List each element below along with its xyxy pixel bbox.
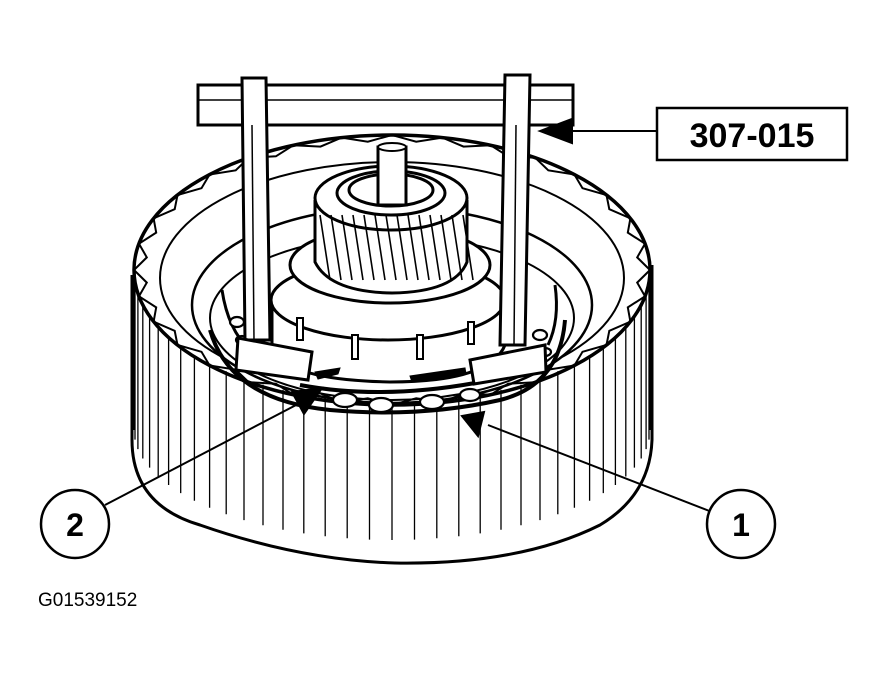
gear-tooth	[341, 214, 353, 281]
arrow-tool	[537, 117, 573, 145]
gear-tooth	[462, 214, 474, 281]
leader-lines	[104, 117, 713, 513]
tool-label-box: 307-015	[655, 106, 849, 162]
gear-tooth	[352, 214, 364, 281]
special-tool-307-015	[196, 73, 575, 386]
gear-tooth	[385, 214, 397, 281]
gear-tooth	[407, 214, 419, 281]
helical-gear-teeth	[319, 214, 474, 281]
callout-1-number: 1	[732, 507, 750, 543]
gear-tooth	[319, 214, 331, 281]
drum-splines	[133, 270, 651, 540]
callout-2: 2	[39, 488, 111, 560]
callout-2-number: 2	[66, 507, 84, 543]
arrow-callout-2	[290, 386, 325, 416]
gear-tooth	[429, 214, 441, 281]
tool-label: 307-015	[690, 117, 815, 155]
gear-tooth	[363, 214, 375, 281]
gear-tooth	[440, 214, 452, 281]
gear-tooth	[451, 214, 463, 281]
callout-1: 1	[705, 488, 777, 560]
figure-id: G01539152	[38, 590, 137, 611]
arrow-callout-1	[460, 410, 486, 439]
gear-tooth	[418, 214, 430, 281]
shaft	[335, 142, 447, 217]
gear-tooth	[374, 214, 386, 281]
gear-tooth	[396, 214, 408, 281]
gear-tooth	[330, 214, 342, 281]
